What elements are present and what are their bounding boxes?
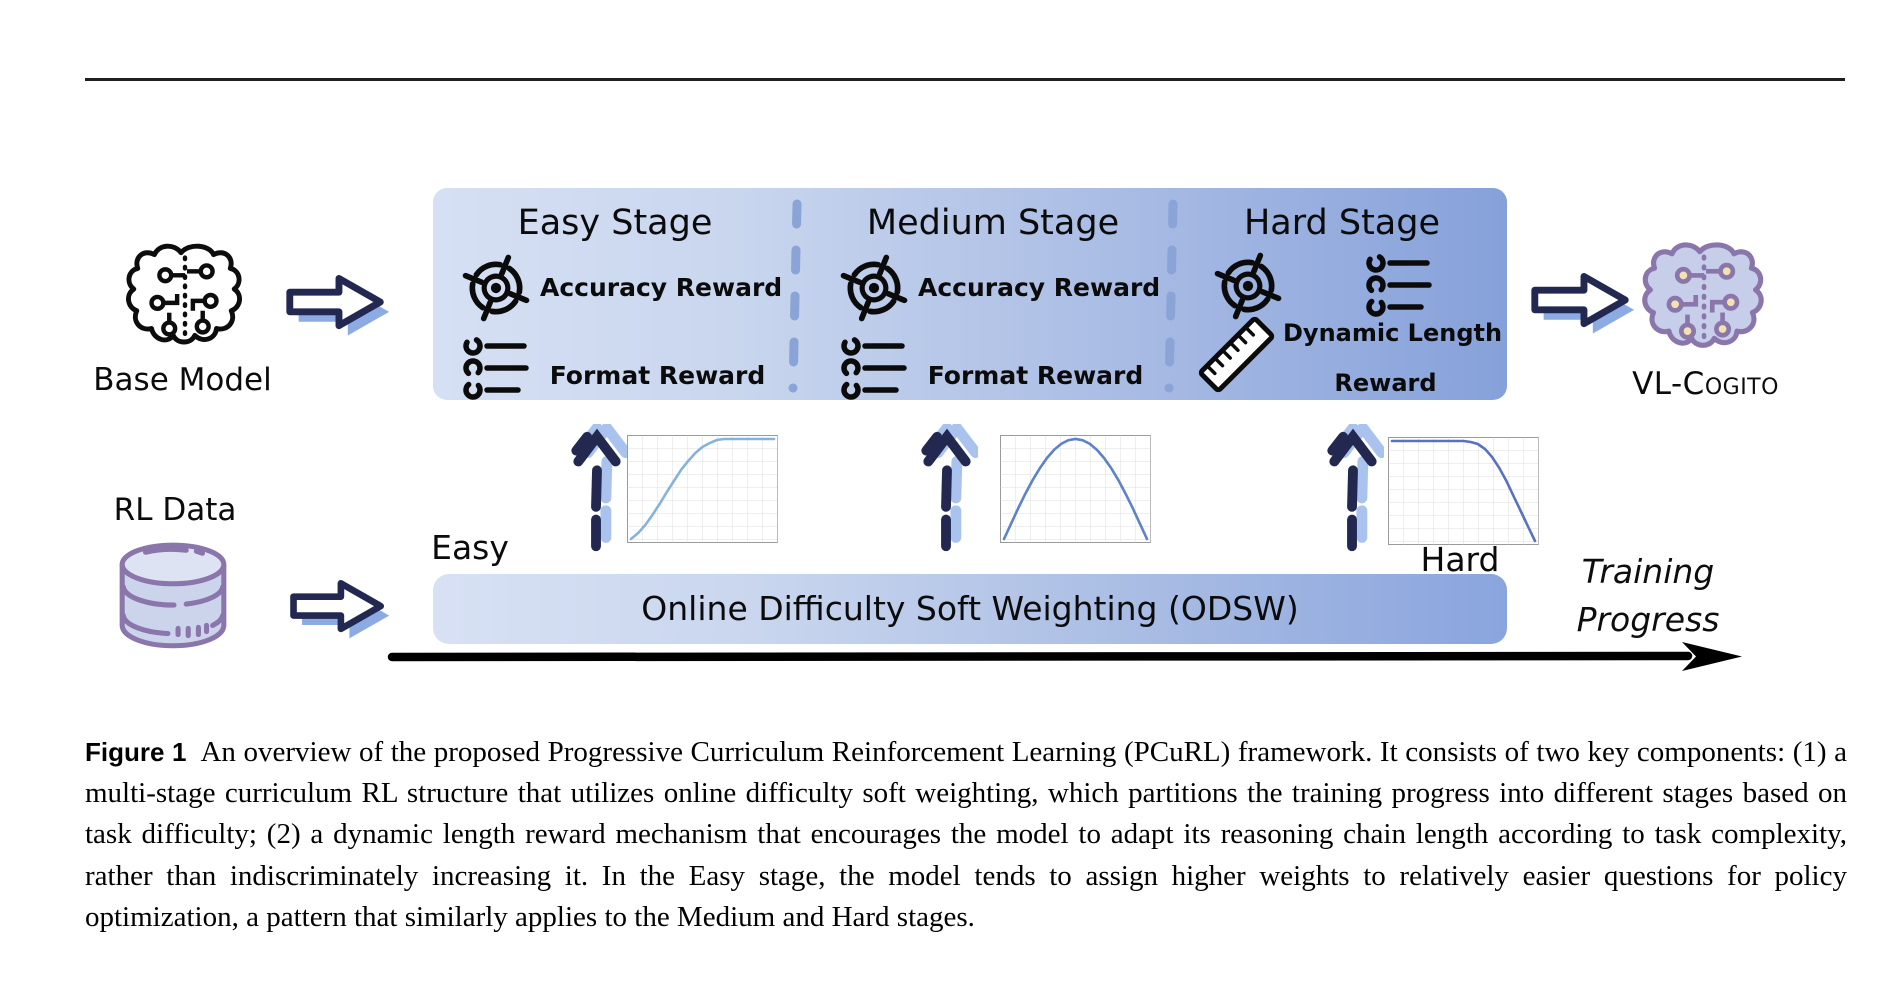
vl-cogito-brain-icon: [1642, 242, 1764, 348]
target-icon: [462, 254, 530, 322]
arrow-right-icon: [286, 274, 390, 336]
figure-caption-text: An overview of the proposed Progressive …: [85, 736, 1847, 933]
rl-data-database-icon: [119, 542, 227, 649]
curriculum-stages-panel: [433, 188, 1507, 400]
odsw-label: Online Difficulty Soft Weighting (ODSW): [641, 589, 1299, 628]
up-arrow-icon: [571, 424, 628, 552]
medium-weighting-chart: [1000, 435, 1151, 543]
stage-divider-dashed: [788, 199, 802, 393]
hard-weighting-chart: [1388, 437, 1539, 545]
easy-weighting-chart: [627, 435, 778, 543]
medium-format-reward-label: Format Reward: [927, 361, 1144, 390]
medium-accuracy-reward-label: Accuracy Reward: [918, 273, 1161, 302]
target-icon: [840, 254, 908, 322]
easy-format-reward-label: Format Reward: [549, 361, 766, 390]
easy-stage-title: Easy Stage: [517, 203, 713, 243]
hard-stage-title: Hard Stage: [1243, 203, 1441, 243]
base-model-brain-icon: [126, 243, 242, 345]
checklist-icon: [1366, 253, 1432, 317]
arrow-right-icon: [290, 580, 390, 639]
odsw-bar: [433, 574, 1507, 644]
up-arrow-icon: [1327, 424, 1384, 552]
ruler-icon: [1198, 316, 1275, 393]
training-progress-label: Training Progress: [1576, 552, 1720, 639]
checklist-icon: [841, 336, 907, 400]
training-progress-arrow: [387, 642, 1742, 671]
arrow-right-icon: [1531, 272, 1635, 334]
vl-cogito-label: VL-Cogito: [1632, 366, 1779, 402]
target-icon: [1214, 252, 1282, 320]
base-model-label: Base Model: [93, 362, 272, 398]
stage-divider-dashed: [1164, 199, 1178, 393]
top-rule: [85, 78, 1845, 81]
axis-hard-label: Hard: [1420, 540, 1500, 579]
hard-dynamic-length-label: Dynamic Length: [1283, 319, 1503, 347]
easy-accuracy-reward-label: Accuracy Reward: [540, 273, 783, 302]
hard-reward-label: Reward: [1334, 369, 1437, 397]
axis-easy-label: Easy: [431, 528, 509, 567]
rl-data-label: RL Data: [113, 492, 237, 528]
figure-number-label: Figure 1: [85, 737, 187, 767]
up-arrow-icon: [921, 424, 978, 552]
checklist-icon: [463, 336, 529, 400]
medium-stage-title: Medium Stage: [866, 203, 1120, 243]
